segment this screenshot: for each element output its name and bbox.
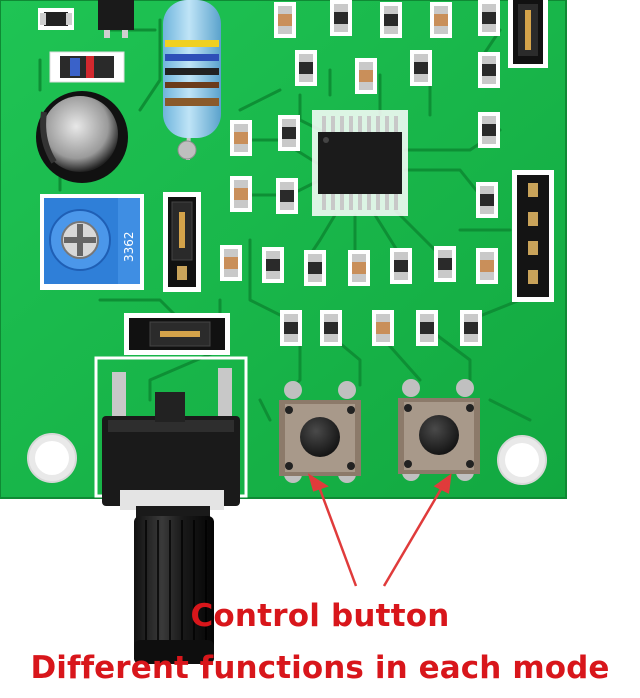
smd-components <box>220 0 500 346</box>
smd-part <box>320 310 342 346</box>
smd-part <box>278 115 300 151</box>
smd-part <box>434 246 456 282</box>
smd-part <box>276 178 298 214</box>
mounting-hole-left <box>27 433 77 483</box>
smd-part <box>262 247 284 283</box>
smd-part <box>230 120 252 156</box>
smd-part <box>355 58 377 94</box>
smd-part <box>330 0 352 36</box>
caption-control-button: Control button <box>190 598 450 634</box>
ic-chip <box>312 110 408 216</box>
smd-part <box>295 50 317 86</box>
pin-header <box>512 170 554 302</box>
control-button-right <box>398 379 480 481</box>
potentiometer-knob <box>134 516 214 664</box>
smd-part <box>280 310 302 346</box>
smd-top-left <box>38 8 74 30</box>
jumper-vertical <box>163 192 201 292</box>
potentiometer-label: 3362 <box>122 231 136 262</box>
rotary-potentiometer <box>94 356 248 518</box>
jumper-top-right <box>508 0 548 68</box>
caption-mode-functions: Different functions in each mode <box>30 650 610 686</box>
smd-part <box>460 310 482 346</box>
callout-arrows <box>307 473 452 587</box>
trimmer-potentiometer: 3362 <box>40 194 144 290</box>
smd-part <box>372 310 394 346</box>
smd-part <box>416 310 438 346</box>
smd-part <box>230 176 252 212</box>
smd-part <box>380 2 402 38</box>
smd-part <box>348 250 370 286</box>
jumper-horizontal <box>124 313 230 355</box>
smd-part <box>476 248 498 284</box>
diode <box>49 51 125 83</box>
smd-part <box>478 52 500 88</box>
smd-part <box>476 182 498 218</box>
smd-part <box>390 248 412 284</box>
smd-part <box>478 112 500 148</box>
mounting-hole-right <box>497 435 547 485</box>
electrolytic-capacitor <box>36 91 128 183</box>
smd-part <box>274 2 296 38</box>
color-band-resistor <box>163 0 221 161</box>
smd-part <box>478 0 500 36</box>
smd-part <box>304 250 326 286</box>
smd-part <box>220 245 242 281</box>
smd-part <box>430 2 452 38</box>
control-button-left <box>279 381 361 483</box>
smd-part <box>410 50 432 86</box>
transistor-top <box>98 0 134 38</box>
